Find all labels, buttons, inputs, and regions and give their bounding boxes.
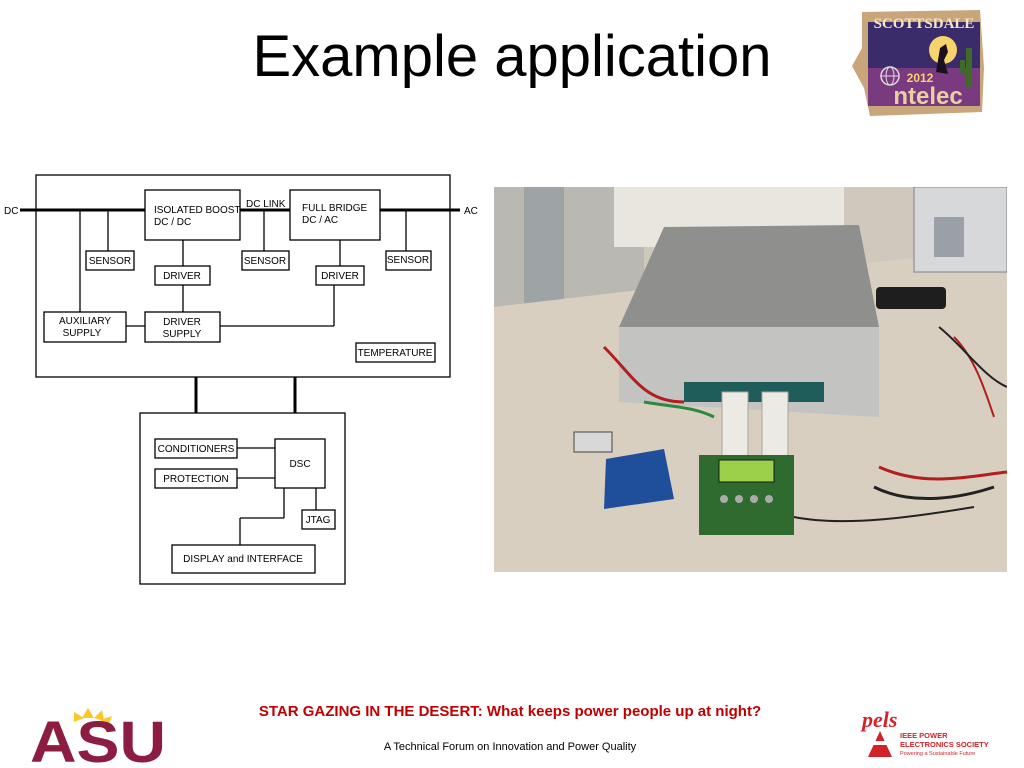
isolated-boost-block: [144, 189, 241, 241]
conditioners-label: CONDITIONERS: [158, 444, 235, 455]
intelec-brand-text: ntelec: [893, 83, 962, 110]
driver-label-1: DRIVER: [163, 271, 201, 282]
jtag-label: JTAG: [306, 515, 331, 526]
intelec-dusk: [868, 68, 980, 106]
enclosure-top: [619, 225, 879, 327]
battery: [573, 431, 613, 453]
intelec-scottsdale-text: SCOTTSDALE: [874, 16, 975, 32]
pels-line2: ELECTRONICS SOCIETY: [900, 740, 989, 749]
dc-input-label: DC: [4, 206, 18, 217]
bridge-label-line1: FULL BRIDGE: [302, 203, 368, 214]
ac-output-label: AC: [464, 206, 478, 217]
dsc-block: [274, 438, 326, 489]
aux-label-line2: SUPPLY: [63, 328, 102, 339]
slide-title: Example application: [252, 24, 772, 89]
sensor-label-1: SENSOR: [89, 256, 131, 267]
intelec-year-text: 2012: [907, 71, 934, 85]
footer-title: STAR GAZING IN THE DESERT: What keeps po…: [258, 703, 762, 720]
auxiliary-supply-block: [43, 311, 127, 343]
pels-line3: Powering a Sustainable Future: [900, 751, 975, 757]
jtag-block: [301, 509, 336, 530]
lcd-display: [718, 459, 775, 483]
dsp-eval-board: [604, 449, 674, 509]
pels-line1: IEEE POWER: [900, 731, 948, 740]
sensor-label-3: SENSOR: [387, 255, 429, 266]
temperature-label: TEMPERATURE: [358, 348, 433, 359]
power-stage-box: [35, 174, 451, 378]
driver-label-2: DRIVER: [321, 271, 359, 282]
dsc-label: DSC: [289, 459, 310, 470]
drvsup-label-line2: SUPPLY: [163, 329, 202, 340]
asu-logo-text: ASU: [30, 710, 166, 766]
aux-label-line1: AUXILIARY: [59, 316, 111, 327]
pels-logo: pels IEEE POWER ELECTRONICS SOCIETY Powe…: [860, 707, 989, 757]
sensor-block-3: [385, 250, 432, 271]
power-adapter: [876, 287, 946, 309]
cactus-icon: [966, 48, 972, 88]
sensor-block-1: [85, 250, 135, 271]
display-interface-block: [171, 544, 316, 574]
drvsup-label-line1: DRIVER: [163, 317, 201, 328]
sensor-block-2: [241, 250, 290, 271]
sensor-label-2: SENSOR: [244, 256, 286, 267]
protection-label: PROTECTION: [163, 474, 229, 485]
display-interface-label: DISPLAY and INTERFACE: [183, 554, 303, 565]
footer-subtitle: A Technical Forum on Innovation and Powe…: [383, 741, 637, 753]
boost-label-line2: DC / DC: [154, 217, 191, 228]
coyote-icon: [936, 44, 948, 74]
dc-link-label: DC LINK: [246, 199, 286, 210]
hardware-photo: [494, 187, 1007, 572]
intelec-logo: SCOTTSDALE 2012 ntelec: [852, 10, 984, 116]
block-diagram: DC AC DC LINK ISOLATED BOOST DC / DC FUL…: [4, 174, 478, 585]
temperature-block: [355, 342, 436, 363]
boost-label-line1: ISOLATED BOOST: [154, 205, 241, 216]
asu-logo: ASU: [30, 708, 166, 766]
bridge-label-line2: DC / AC: [302, 215, 338, 226]
pels-logo-text: pels: [860, 707, 897, 732]
control-board-box: [139, 412, 346, 585]
full-bridge-block: [289, 189, 381, 241]
